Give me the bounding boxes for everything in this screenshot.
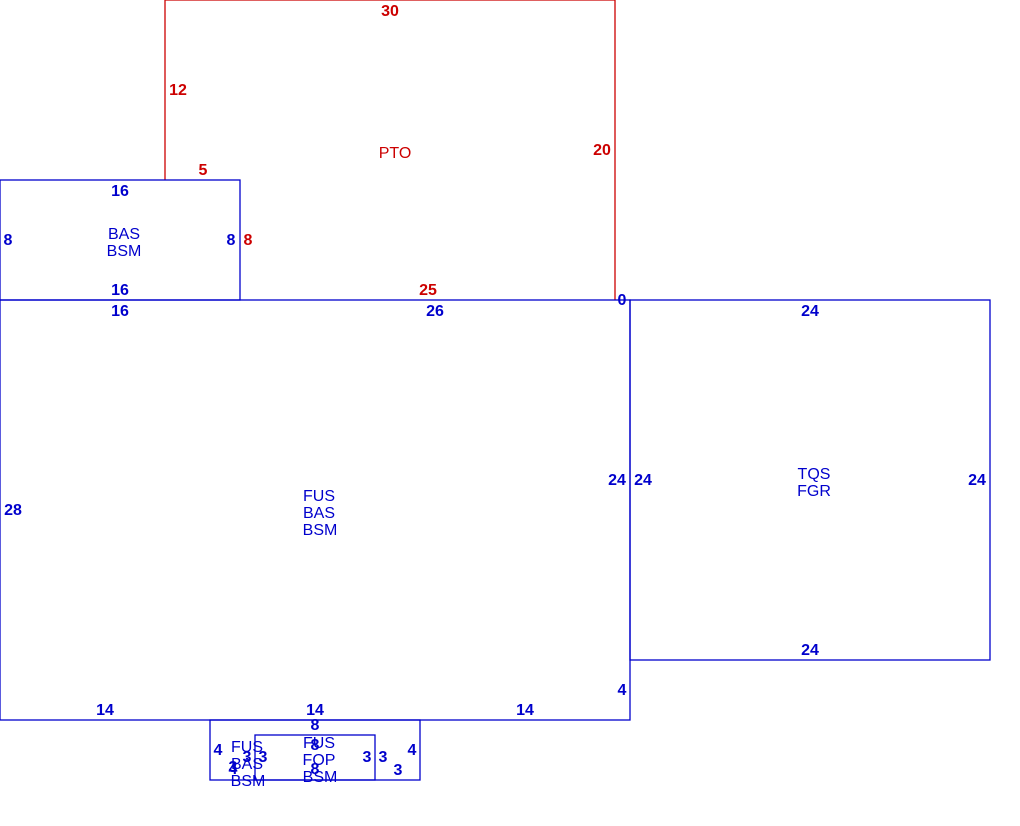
garage-area-label-2: FGR (797, 483, 831, 500)
porch-area-label-2: FOP (303, 752, 336, 769)
porch-dim-bottom: 8 (311, 761, 320, 778)
pto-outline (164, 0, 616, 300)
garage-outline (629, 299, 991, 661)
main-dim-right: 24 (608, 472, 626, 489)
porch-area-label-3: BSM (303, 769, 338, 786)
pto-dim-left: 12 (169, 82, 187, 99)
pto-dim-top: 30 (381, 3, 399, 20)
bas-bsm-dim-left: 8 (4, 232, 13, 249)
main-area-label-3: BSM (303, 522, 338, 539)
main-dim-top-left: 16 (111, 303, 129, 320)
bump-dim-inner-left-a: 3 (243, 749, 252, 766)
small-left-area-label-2: BAS (231, 756, 263, 773)
main-dim-bottom-right: 14 (516, 702, 534, 719)
bump-dim-small-b: 4 (229, 761, 238, 778)
bas-bsm-area-label-1: BAS (108, 226, 140, 243)
bump-dim-inner-right-b: 3 (379, 749, 388, 766)
porch-area-label-1: FUS (303, 735, 335, 752)
main-dim-left: 28 (4, 502, 22, 519)
bump-dim-small-a: 3 (229, 759, 238, 776)
main-dim-corner: 0 (618, 292, 627, 309)
bump-dim-inner-left-b: 3 (259, 749, 268, 766)
main-dim-right-step: 4 (618, 682, 627, 699)
bump-dim-inner-right-a: 3 (363, 749, 372, 766)
bas-bsm-dim-bottom: 16 (111, 282, 129, 299)
bump-dim-bottom-right: 3 (394, 762, 403, 779)
main-dim-bottom-left: 14 (96, 702, 114, 719)
bas-bsm-dim-top: 16 (111, 183, 129, 200)
pto-dim-bottom: 25 (419, 282, 437, 299)
bas-bsm-dim-right: 8 (227, 232, 236, 249)
garage-dim-bottom: 24 (801, 642, 819, 659)
pto-dim-step-right: 8 (244, 232, 253, 249)
small-left-area-label-1: FUS (231, 739, 263, 756)
pto-dim-right: 20 (593, 142, 611, 159)
main-dim-bottom-mid: 14 (306, 702, 324, 719)
pto-area-label: PTO (379, 145, 412, 162)
bas-bsm-area-label-2: BSM (107, 243, 142, 260)
bump-dim-top: 8 (311, 717, 320, 734)
garage-area-label-1: TQS (798, 466, 831, 483)
main-area-label-1: FUS (303, 488, 335, 505)
pto-dim-step-top: 5 (199, 162, 208, 179)
garage-dim-left: 24 (634, 472, 652, 489)
small-left-area-label-3: BSM (231, 773, 266, 790)
bump-dim-inner-top: 8 (311, 737, 320, 754)
main-area-label-2: BAS (303, 505, 335, 522)
bump-dim-left: 4 (214, 742, 223, 759)
garage-dim-right: 24 (968, 472, 986, 489)
bump-dim-right: 4 (408, 742, 417, 759)
main-dim-top-right: 26 (426, 303, 444, 320)
porch-outline (254, 734, 376, 781)
garage-dim-top: 24 (801, 303, 819, 320)
